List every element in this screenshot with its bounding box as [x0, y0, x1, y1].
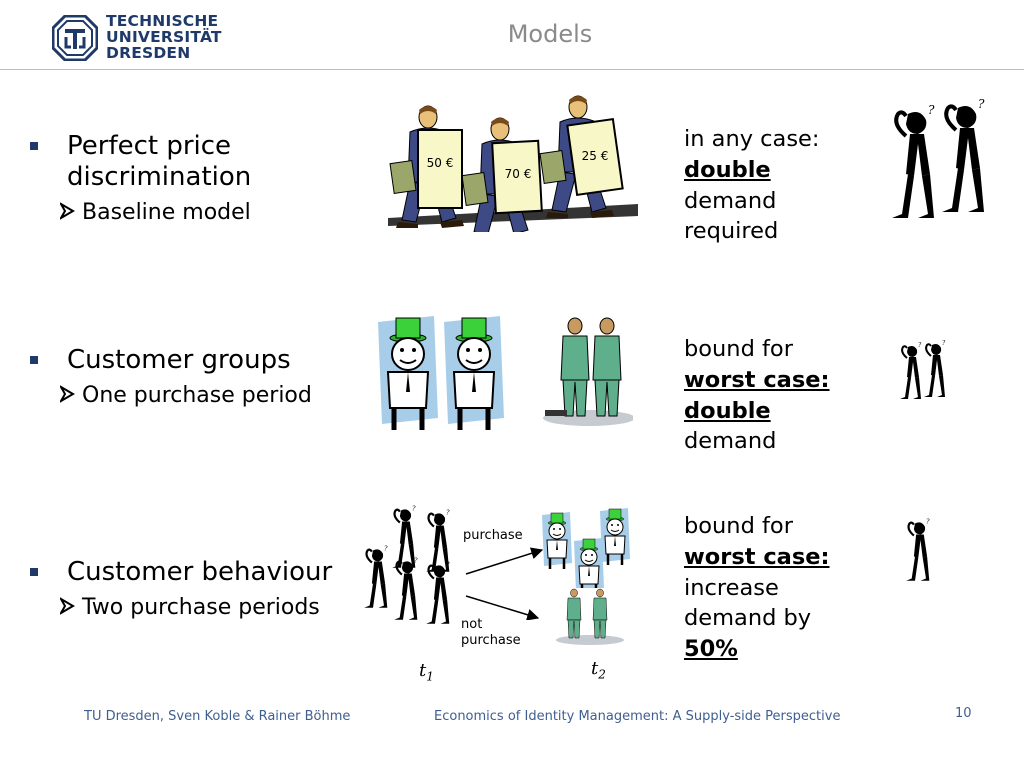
leprechaun-group-image: [540, 506, 632, 588]
row3-right-text: bound for worst case: increase demand by…: [684, 513, 830, 663]
arrow-bullet-icon: [60, 385, 75, 403]
row1-right-text: in any case: double demand required: [684, 126, 820, 245]
bullet-text: Customer behaviour: [67, 557, 333, 587]
sub-bullet: Two purchase periods: [60, 594, 342, 621]
page-number: 10: [955, 706, 972, 721]
page-title: Models: [507, 20, 593, 48]
sub-bullet-text: Two purchase periods: [82, 595, 320, 620]
arrow-bullet-icon: [60, 202, 75, 220]
row2-right-text: bound for worst case: double demand: [684, 336, 830, 455]
bullet-square-icon: [30, 356, 38, 364]
university-crest-icon: [52, 15, 98, 61]
period-t2-label: t2: [591, 658, 606, 682]
svg-text:50 €: 50 €: [427, 156, 454, 170]
not-purchase-arrow: [465, 595, 540, 620]
workers-group-image: [556, 588, 624, 645]
confused-people-icon: ?: [890, 98, 987, 220]
price-sign-2: 70 €: [491, 139, 543, 215]
price-sign-1: 50 €: [417, 129, 463, 209]
decision-arrows: [465, 547, 544, 620]
bullet-square-icon: [30, 142, 38, 150]
confused-person-icon: [905, 518, 932, 582]
header-divider: [0, 69, 1024, 70]
arrow-bullet-icon: [60, 597, 75, 615]
sub-bullet-text: One purchase period: [82, 383, 312, 408]
bullet-square-icon: [30, 568, 38, 576]
period-t1-label: t1: [419, 660, 434, 684]
sub-bullet: One purchase period: [60, 382, 342, 409]
not-purchase-label: purchase: [461, 633, 521, 648]
men-with-price-signs-image: 50 € 70 € 25 €: [388, 95, 638, 232]
footer-authors: TU Dresden, Sven Koble & Rainer Böhme: [84, 709, 351, 724]
sub-bullet: Baseline model: [60, 199, 342, 226]
bullet-text: Perfect price discrimination: [67, 131, 252, 192]
not-label: not: [461, 617, 483, 632]
footer-course-title: Economics of Identity Management: A Supp…: [434, 709, 841, 724]
svg-text:25 €: 25 €: [582, 149, 609, 163]
svg-text:70 €: 70 €: [505, 167, 532, 181]
tu-dresden-logo: TECHNISCHE UNIVERSITÄT DRESDEN: [52, 13, 222, 65]
bullet-text: Customer groups: [67, 345, 291, 375]
logo-wordmark: TECHNISCHE UNIVERSITÄT DRESDEN: [106, 12, 222, 62]
purchase-label: purchase: [463, 528, 523, 543]
leprechaun-customers-image: [374, 312, 508, 434]
purchase-arrow: [465, 547, 544, 575]
workers-customers-image: [543, 317, 633, 426]
price-sign-3: 25 €: [566, 118, 624, 196]
confused-crowd-image: [363, 505, 452, 625]
confused-people-small-icon: [899, 340, 947, 400]
sub-bullet-text: Baseline model: [82, 200, 251, 225]
